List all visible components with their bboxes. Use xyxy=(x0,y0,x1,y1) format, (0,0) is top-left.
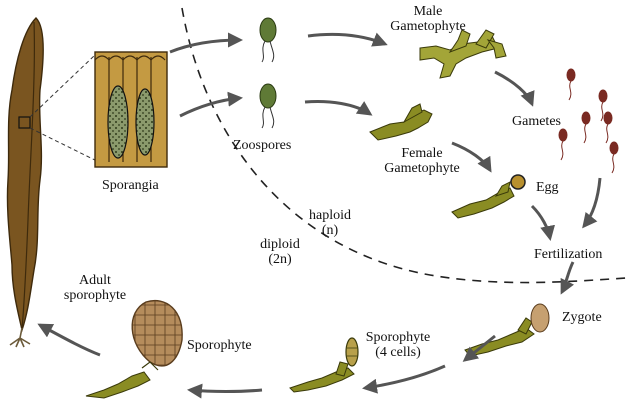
zygote-label: Zygote xyxy=(562,310,602,325)
adult-label-line1: Adult xyxy=(79,273,111,288)
adult-label-line2: sporophyte xyxy=(63,288,127,303)
zygote-illustration xyxy=(464,303,550,357)
male-label-line1: Male xyxy=(413,4,443,19)
haploid-line2: (n) xyxy=(321,223,339,238)
female-label-line1: Female xyxy=(401,146,443,161)
zoospores-label: Zoospores xyxy=(233,138,292,153)
zoospore-illustration xyxy=(259,17,277,129)
male-gametophyte-illustration xyxy=(419,29,507,79)
cycle-arrows xyxy=(37,32,602,399)
sporophyte-4cell-line2: (4 cells) xyxy=(375,345,421,360)
diploid-label: diploid (2n) xyxy=(250,237,310,267)
adult-sporophyte-label: Adult sporophyte xyxy=(52,273,138,303)
haploid-line1: haploid xyxy=(309,208,351,223)
haploid-label: haploid (n) xyxy=(300,208,360,238)
gametes-illustration xyxy=(558,68,619,174)
diploid-line2: (2n) xyxy=(268,252,292,267)
sporophyte-4cell-line1: Sporophyte xyxy=(365,330,431,345)
diploid-line1: diploid xyxy=(260,237,300,252)
male-gametophyte-label: Male Gametophyte xyxy=(378,4,478,34)
male-label-line2: Gametophyte xyxy=(390,19,466,34)
egg-stage-illustration xyxy=(451,174,526,219)
sporangia-label: Sporangia xyxy=(102,178,159,193)
female-label-line2: Gametophyte xyxy=(384,161,460,176)
sporophyte-label: Sporophyte xyxy=(187,338,252,353)
ploidy-boundary-line xyxy=(181,7,626,284)
egg-label: Egg xyxy=(536,180,559,195)
female-gametophyte-illustration xyxy=(369,103,433,141)
gametes-label: Gametes xyxy=(512,114,561,129)
adult-sporophyte-illustration xyxy=(6,17,44,348)
sporophyte-4cell-illustration xyxy=(289,337,359,393)
young-sporophyte-illustration xyxy=(85,300,183,399)
sporophyte-4cell-label: Sporophyte (4 cells) xyxy=(350,330,446,360)
fertilization-label: Fertilization xyxy=(534,247,603,262)
female-gametophyte-label: Female Gametophyte xyxy=(372,146,472,176)
sporangia-source-box xyxy=(18,116,31,129)
sporangia-illustration xyxy=(94,51,168,168)
